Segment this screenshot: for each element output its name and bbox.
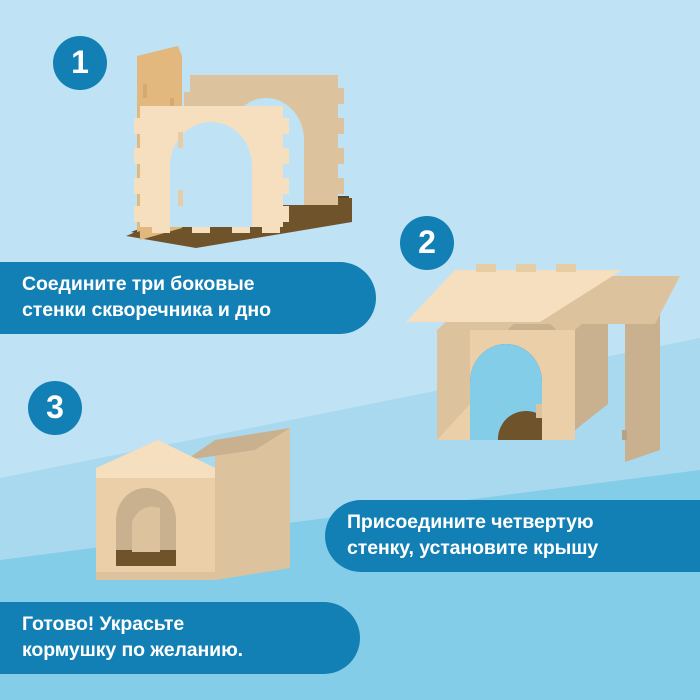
step2-roof-tab-1 [476,264,496,272]
step3-side-face [215,428,290,580]
step2-roof-tab-3 [556,264,576,272]
step-3-caption: Готово! Украсьте кормушку по желанию. [0,602,360,674]
step2-front-wall [437,330,575,440]
step-2-caption-line-2: стенку, установите крышу [347,537,599,559]
step-3-badge-number: 3 [46,389,64,425]
step3-floor-inner [115,550,176,566]
panel-front [134,106,289,233]
step-2-badge: 2 [400,216,454,270]
step2-roof-tab-2 [516,264,536,272]
step-3-badge: 3 [28,381,82,435]
step2-roof-left [406,270,622,322]
step-1-illustration [126,46,352,248]
step-1-caption-line-2: стенки скворечника и дно [22,299,271,321]
step-1-caption: Соедините три боковые стенки скворечника… [0,262,376,334]
step-2-illustration [406,264,680,462]
step2-left-wall [437,300,470,440]
step-1-badge-number: 1 [71,44,89,80]
step-3-caption-line-2: кормушку по желанию. [22,639,243,661]
step3-back-wall [132,506,160,552]
step-1-caption-line-1: Соедините три боковые [22,273,255,296]
step3-front-gable [96,440,215,478]
step2-right-wall [575,300,608,430]
step3-base-edge [96,560,290,580]
step-2-caption: Присоедините четвертую стенку, установит… [325,500,700,572]
step-2-badge-number: 2 [418,224,436,260]
step-3-caption-line-1: Готово! Украсьте [22,613,185,636]
step-3-illustration [96,428,290,580]
step3-roof-right [186,428,290,460]
step-2-caption-line-1: Присоедините четвертую [347,511,594,534]
step-1-badge: 1 [53,36,107,90]
